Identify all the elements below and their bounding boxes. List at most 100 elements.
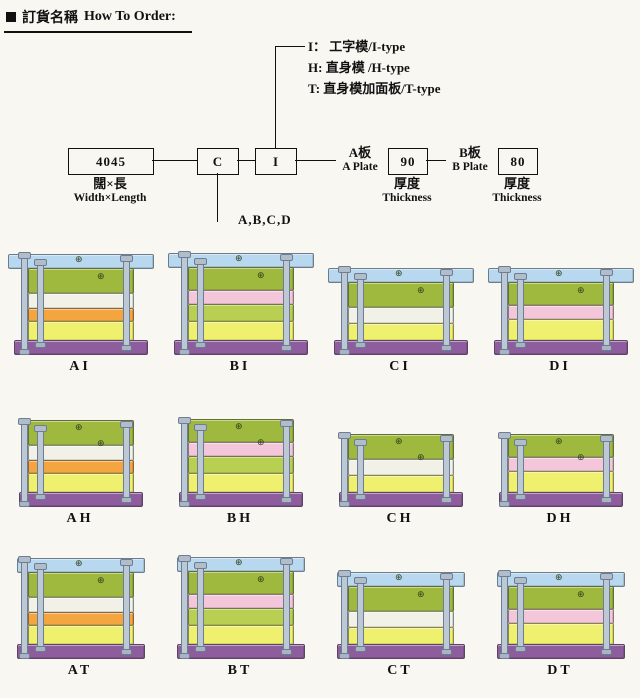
mold-label: CT: [387, 663, 413, 678]
guide-pin: [120, 255, 133, 351]
guide-pin: [514, 273, 527, 348]
order-code-diagram: I： 工字模/I-type H: 直身模 /H-type T: 直身模加面板/T…: [0, 0, 640, 236]
mold-label: CH: [386, 511, 414, 526]
pin-head: [338, 266, 351, 273]
mold-label: DT: [547, 663, 573, 678]
a-thickness-en: Thickness: [382, 191, 432, 204]
guide-pin: [280, 420, 293, 503]
guide-pin: [338, 266, 351, 355]
mold-cell-DH: ⊕⊕DH: [480, 390, 640, 542]
pin-head: [514, 439, 527, 446]
screw-icon: ⊕: [577, 453, 585, 463]
mold-label: BT: [227, 663, 253, 678]
pin-head: [600, 269, 613, 276]
pin-foot: [35, 646, 46, 652]
mold-label: CI: [389, 359, 411, 374]
guide-pin: [600, 573, 613, 655]
guide-pin: [18, 252, 31, 355]
pin-head: [498, 266, 511, 273]
plate-code-box: C: [197, 148, 239, 175]
pin-head: [514, 273, 527, 280]
mold-illustration-BH: ⊕⊕: [165, 390, 315, 507]
pin-foot: [441, 649, 452, 655]
screw-icon: ⊕: [75, 559, 83, 569]
pin-head: [120, 559, 133, 566]
pin-foot: [601, 497, 612, 503]
pin-head: [178, 417, 191, 424]
pin-head: [18, 418, 31, 425]
mold-illustration-DT: ⊕⊕: [485, 542, 635, 659]
mold-plate: [337, 644, 465, 659]
mold-illustration-CT: ⊕⊕: [325, 542, 475, 659]
screw-icon: ⊕: [235, 254, 243, 264]
connector-line: [295, 160, 336, 161]
connector-line: [275, 46, 305, 47]
b-plate-label-en: B Plate: [452, 160, 488, 173]
screw-icon: ⊕: [97, 439, 105, 449]
guide-pin: [514, 439, 527, 500]
mold-plate: [334, 340, 468, 355]
pin-foot: [281, 345, 292, 351]
pin-head: [354, 577, 367, 584]
pin-foot: [601, 649, 612, 655]
guide-pin: [600, 435, 613, 503]
mold-illustration-CI: ⊕⊕: [325, 238, 475, 355]
pin-head: [280, 420, 293, 427]
pin-foot: [121, 345, 132, 351]
pin-foot: [515, 494, 526, 500]
pin-head: [498, 570, 511, 577]
pin-foot: [355, 494, 366, 500]
pin-foot: [179, 349, 190, 355]
guide-pin: [178, 417, 191, 507]
screw-icon: ⊕: [235, 422, 243, 432]
pin-foot: [515, 646, 526, 652]
mold-plate: [508, 282, 614, 306]
connector-line: [237, 160, 255, 161]
pin-head: [514, 577, 527, 584]
size-caption-en: Width×Length: [73, 191, 147, 204]
connector-line: [217, 173, 218, 222]
legend-item-t-type: T: 直身模加面板/T-type: [308, 81, 441, 96]
mold-plate: [19, 492, 143, 507]
pin-foot: [355, 646, 366, 652]
pin-head: [338, 570, 351, 577]
screw-icon: ⊕: [577, 590, 585, 600]
pin-head: [120, 255, 133, 262]
guide-pin: [498, 432, 511, 507]
pin-head: [498, 432, 511, 439]
guide-pin: [338, 432, 351, 507]
mold-plate: [177, 644, 305, 659]
pin-foot: [281, 649, 292, 655]
mold-label: BI: [229, 359, 251, 374]
pin-foot: [19, 653, 30, 659]
mold-plate: [14, 340, 148, 355]
mold-illustration-AI: ⊕⊕: [5, 238, 155, 355]
mold-illustration-AT: ⊕⊕: [5, 542, 155, 659]
mold-label: AI: [69, 359, 91, 374]
plate-code-options: A,B,C,D: [238, 212, 292, 227]
pin-foot: [195, 342, 206, 348]
guide-pin: [18, 418, 31, 507]
pin-head: [194, 258, 207, 265]
pin-foot: [499, 349, 510, 355]
screw-icon: ⊕: [97, 272, 105, 282]
pin-head: [354, 273, 367, 280]
screw-icon: ⊕: [577, 286, 585, 296]
guide-pin: [440, 573, 453, 655]
mold-illustration-BI: ⊕⊕: [165, 238, 315, 355]
guide-pin: [440, 435, 453, 503]
pin-head: [600, 573, 613, 580]
screw-icon: ⊕: [257, 271, 265, 281]
legend-item-i-type: I： 工字模/I-type: [308, 39, 406, 54]
pin-foot: [19, 501, 30, 507]
b-thickness-en: Thickness: [492, 191, 542, 204]
mold-illustration-BT: ⊕⊕: [165, 542, 315, 659]
screw-icon: ⊕: [75, 423, 83, 433]
connector-line: [426, 160, 446, 161]
legend-item-h-type: H: 直身模 /H-type: [308, 60, 410, 75]
pin-head: [34, 425, 47, 432]
pin-foot: [499, 653, 510, 659]
guide-pin: [18, 556, 31, 659]
screw-icon: ⊕: [257, 575, 265, 585]
connector-line: [152, 160, 197, 161]
